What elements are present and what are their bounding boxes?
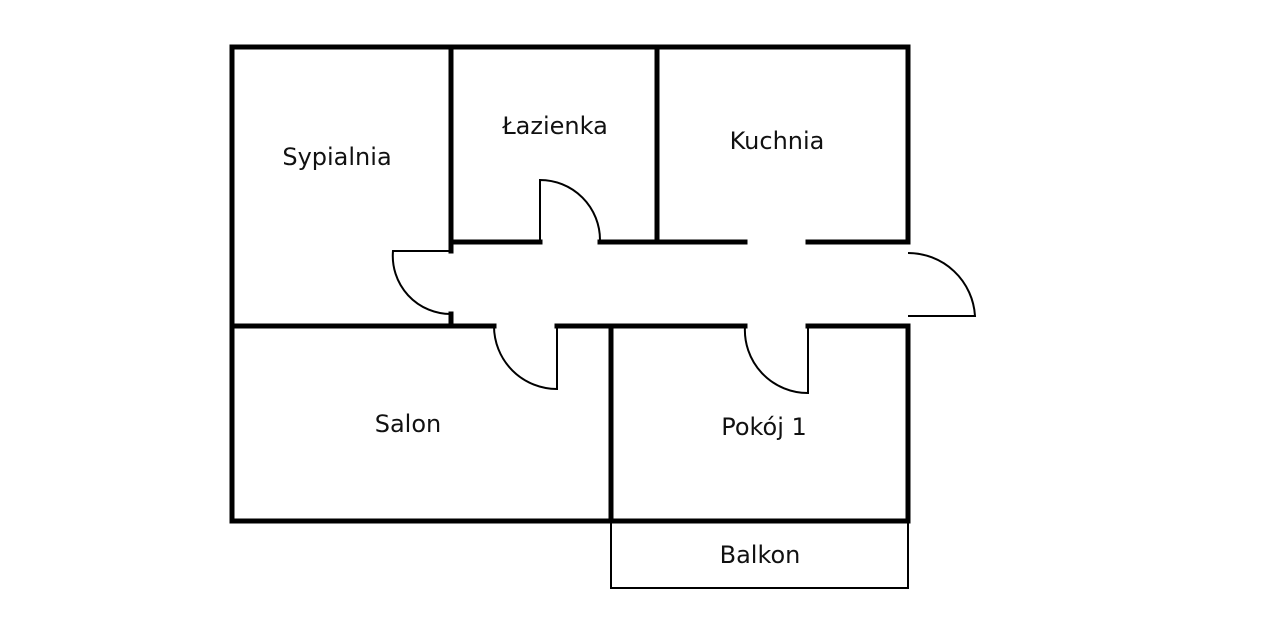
door-sypialnia	[391, 250, 452, 316]
room-label-balkon: Balkon	[720, 541, 801, 569]
room-label-lazienka: Łazienka	[501, 112, 608, 140]
balkon-outline	[610, 521, 909, 589]
door-salon	[493, 325, 558, 391]
door-lazienka	[539, 178, 601, 242]
room-label-pokoj1: Pokój 1	[721, 413, 807, 441]
room-label-kuchnia: Kuchnia	[730, 127, 825, 155]
room-label-salon: Salon	[375, 410, 442, 438]
walls	[229, 44, 911, 524]
door-entrance	[907, 251, 977, 317]
room-label-sypialnia: Sypialnia	[282, 143, 391, 171]
door-pokoj1	[743, 325, 809, 395]
room-labels: Sypialnia Łazienka Kuchnia Salon Pokój 1…	[282, 112, 824, 569]
doors	[391, 178, 977, 395]
